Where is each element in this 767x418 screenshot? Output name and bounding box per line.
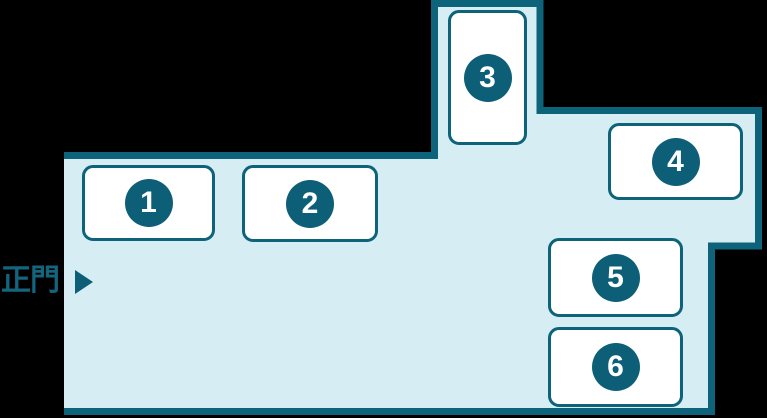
building-6[interactable]: 6: [548, 327, 683, 407]
building-2[interactable]: 2: [242, 165, 378, 242]
main-gate-label: 正門: [1, 264, 60, 297]
building-1[interactable]: 1: [82, 165, 215, 241]
building-6-marker: 6: [591, 343, 640, 391]
gate-arrow-icon: [75, 270, 93, 294]
building-5[interactable]: 5: [548, 238, 683, 317]
building-4-marker: 4: [651, 137, 700, 186]
campus-boundary-wall: [64, 0, 762, 415]
building-4[interactable]: 4: [608, 123, 743, 200]
building-1-marker: 1: [124, 179, 173, 227]
building-2-marker: 2: [286, 179, 334, 228]
building-3-marker: 3: [463, 53, 512, 102]
building-5-marker: 5: [591, 253, 640, 302]
building-3[interactable]: 3: [448, 10, 527, 145]
